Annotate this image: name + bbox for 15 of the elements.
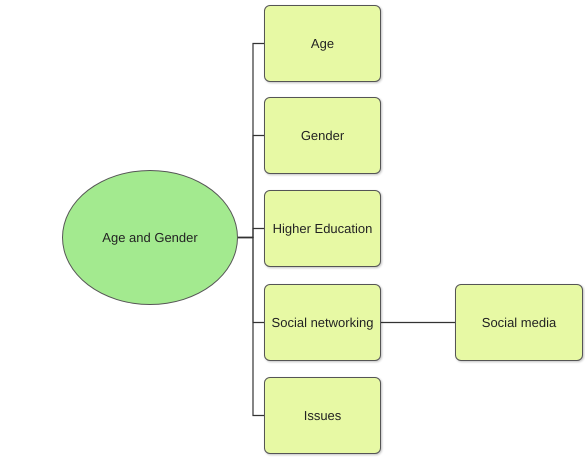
node-label: Age and Gender (101, 228, 199, 246)
node-label: Social media (480, 314, 558, 332)
node-label: Age (310, 34, 336, 52)
node-label: Issues (302, 406, 342, 424)
node-label: Higher Education (272, 220, 374, 238)
topic-box (264, 284, 381, 361)
connector-line (238, 236, 264, 416)
topic-box (264, 97, 381, 174)
topic-box (264, 190, 381, 267)
topic-box (264, 5, 381, 82)
topic-box (455, 284, 583, 361)
topic-box (264, 377, 381, 454)
connector-line (381, 322, 455, 324)
node-label: Social networking (270, 314, 374, 332)
node-label: Gender (300, 126, 346, 144)
